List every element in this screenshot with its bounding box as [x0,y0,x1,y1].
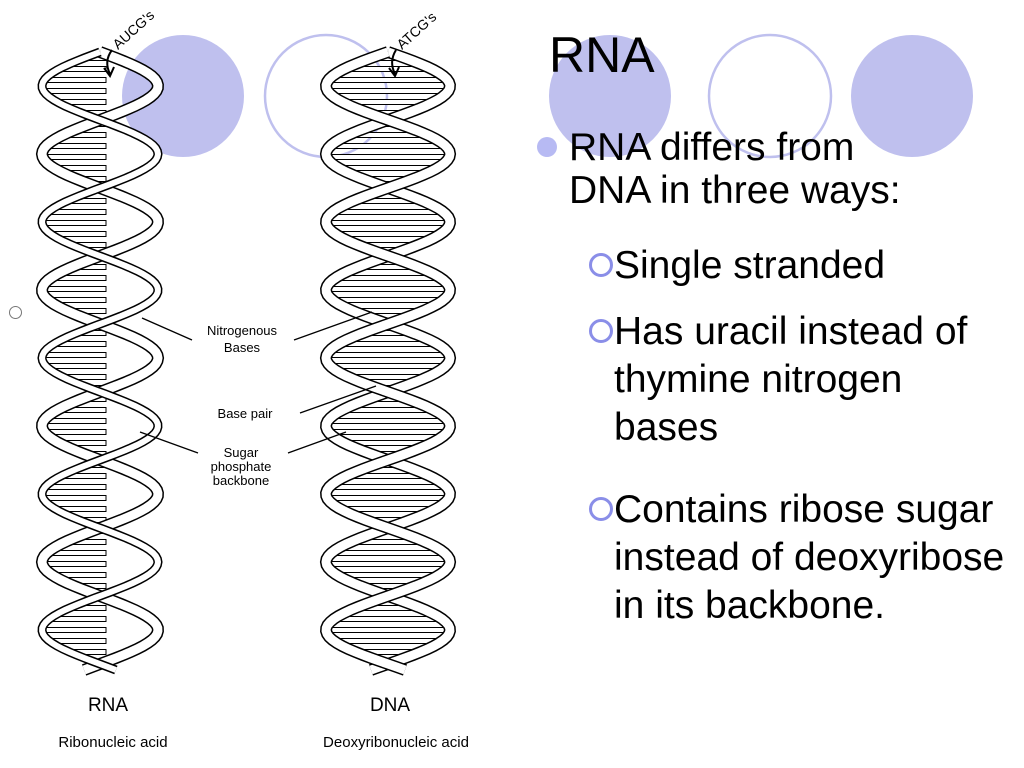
base-rung [325,561,451,567]
base-rung [329,363,447,369]
side-outline-marker-icon [9,306,22,319]
base-rung [43,77,107,83]
bases-pointer-dna [293,311,373,341]
base-rung [328,484,448,490]
backbone-pointer-rna [139,431,199,454]
base-pair-label: Base pair [218,406,274,421]
sub-bullet-text: Single stranded [614,244,886,287]
rna-tag-arrowhead-icon [103,66,115,78]
base-rung [332,297,444,303]
dna-subcaption: Deoxyribonucleic acid [323,734,469,751]
nitrogenous-bases-label-line2: Bases [224,340,261,355]
base-rung [333,638,443,644]
sub-bullet-text: Contains ribose sugar instead of deoxyri… [614,488,1005,627]
base-rung [327,88,449,94]
backbone-strand-b [38,49,162,673]
deco-circle-outline-2 [707,33,833,159]
base-pair-pointer [299,385,377,414]
filled-circle-bullet-icon [537,137,557,157]
nitrogenous-bases-label-line1: Nitrogenous [207,323,278,338]
base-rung [329,143,447,149]
deco-circle-filled-3 [851,35,973,157]
base-rung [41,561,107,567]
hollow-circle-bullet-icon [589,319,613,343]
sub-bullet-text: Has uracil instead of thymine nitrogen b… [614,310,968,449]
base-rung [326,495,450,501]
base-rung [325,286,451,292]
backbone-label-line1: Sugar [224,445,259,460]
rna-dna-diagram: AUCG's ATCG's Nitrogenous Bases Base pai… [35,7,469,751]
dna-helix-illustration [319,46,457,676]
base-rung [326,154,450,160]
base-rung [42,154,107,160]
deco-circle-filled-1 [122,35,244,157]
slide-title: RNA [549,27,655,83]
dna-tag-arrowhead-icon [388,66,400,78]
base-rung [327,418,449,424]
base-rung [333,616,443,622]
deco-circle-filled-2 [549,35,671,157]
base-rung [325,627,451,633]
hollow-circle-bullet-icon [589,253,613,277]
backbone-strand-a [321,47,455,675]
base-rung [330,550,446,556]
bases-pointer-rna [141,317,193,341]
base-rung [327,77,449,83]
base-rung [327,429,449,435]
backbone-pointer-dna [287,431,347,454]
base-rung [43,88,107,94]
rna-tag: AUCG's [109,7,157,52]
rna-caption: RNA [88,695,128,716]
backbone-label-line2: phosphate [211,459,272,474]
base-rung [332,209,444,215]
base-rung [42,495,107,501]
base-rung [41,220,107,226]
rna-helix-illustration [35,46,165,676]
rna-tag-arrow-icon [106,49,113,75]
base-rung [326,352,450,358]
backbone-strand-b [321,47,455,675]
hollow-circle-bullet-icon [589,497,613,521]
base-rung [41,286,107,292]
dna-caption: DNA [370,695,410,716]
main-bullet-text: RNA differs from DNA in three ways: [569,126,901,212]
dna-tag-arrow-icon [391,49,397,75]
base-rung [42,352,107,358]
backbone-strand-a [37,47,163,675]
base-rung [44,484,107,490]
rna-subcaption: Ribonucleic acid [58,734,167,751]
base-rung [325,220,451,226]
base-rung [41,627,107,633]
dna-tag: ATCG's [393,9,439,53]
backbone-label-line3: backbone [213,473,269,488]
